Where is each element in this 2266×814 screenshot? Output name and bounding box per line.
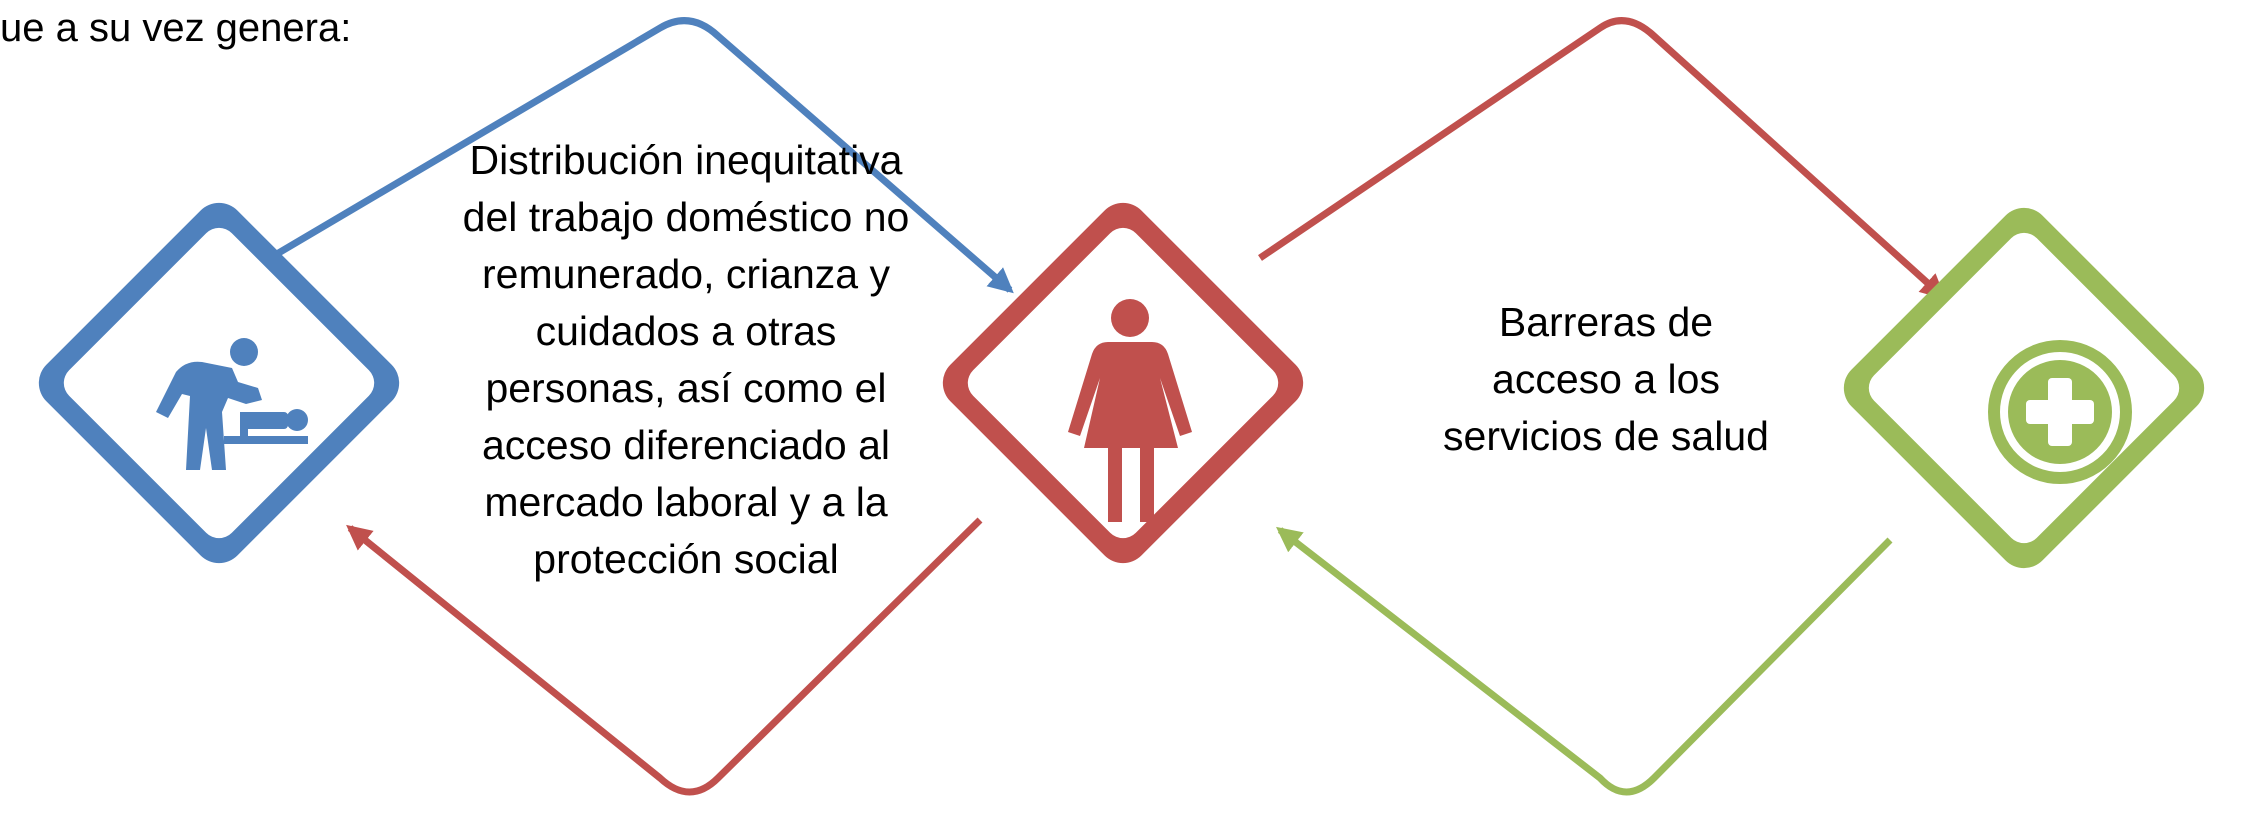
connector-top-arrow — [1258, 17, 1946, 300]
connector-text-woman-health: Barreras de acceso a los servicios de sa… — [1443, 299, 1769, 459]
medical-cross-icon — [1988, 340, 2132, 484]
intro-text: ue a su vez genera: — [0, 6, 352, 50]
connector-childcare-woman — [268, 17, 1014, 796]
node-childcare — [38, 202, 400, 564]
node-health — [1843, 207, 2205, 569]
connector-text-childcare-woman: Distribución inequitativa del trabajo do… — [462, 137, 910, 582]
connector-bottom-arrow — [346, 517, 983, 796]
woman-icon — [1068, 299, 1192, 522]
connector-top-arrow — [268, 17, 1014, 294]
diaper-changing-icon — [156, 338, 308, 470]
node-woman — [942, 202, 1304, 564]
connector-woman-health — [1258, 17, 1946, 796]
connector-bottom-arrow — [1276, 526, 1893, 796]
